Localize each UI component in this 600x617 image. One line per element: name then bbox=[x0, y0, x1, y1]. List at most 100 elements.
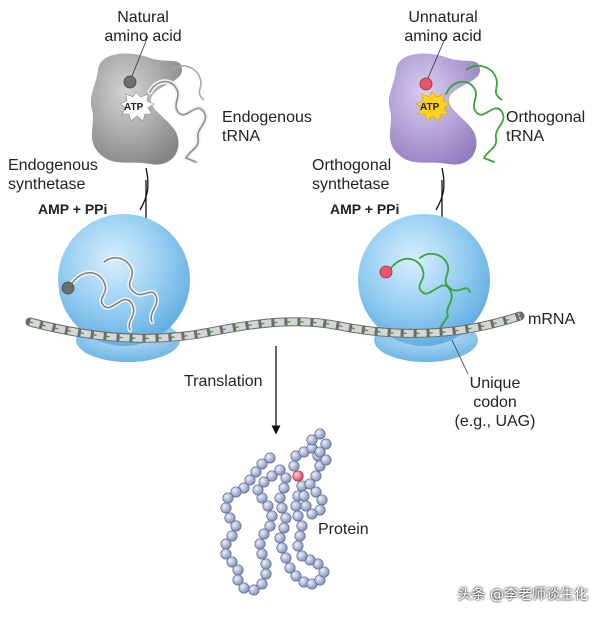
protein-bead bbox=[292, 540, 304, 552]
translation-label: Translation bbox=[184, 373, 263, 390]
unique-codon-label-line1: Unique bbox=[469, 375, 521, 392]
protein-bead bbox=[306, 434, 318, 446]
protein-bead bbox=[296, 550, 308, 562]
protein-bead bbox=[264, 520, 276, 532]
orthogonal-trna-label-line1: Orthogonal bbox=[506, 109, 586, 126]
protein-bead bbox=[304, 478, 316, 490]
endogenous-trna-label-line1: Endogenous bbox=[222, 109, 312, 126]
protein-bead bbox=[276, 542, 288, 554]
protein-bead bbox=[306, 508, 318, 520]
endogenous-trna-outline bbox=[149, 80, 207, 163]
protein-bead bbox=[220, 548, 232, 560]
amino-acid-pointer-left bbox=[131, 35, 149, 77]
protein-bead bbox=[250, 466, 262, 478]
protein-bead bbox=[238, 582, 250, 594]
protein-bead bbox=[226, 556, 238, 568]
unnatural-amino-acid-label-line2: amino acid bbox=[404, 28, 482, 45]
unnatural-amino-acid bbox=[419, 77, 433, 91]
unnatural-amino-acid-label: Unnatural amino acid bbox=[386, 8, 500, 46]
protein-bead bbox=[316, 494, 328, 506]
protein-bead bbox=[296, 520, 308, 532]
atp-label-left: ATP bbox=[124, 102, 144, 113]
protein-bead bbox=[290, 570, 302, 582]
protein-bead bbox=[256, 458, 268, 470]
orthogonal-trna-arm bbox=[465, 64, 503, 101]
protein-bead bbox=[280, 552, 292, 564]
protein-bead bbox=[258, 476, 270, 488]
protein-bead bbox=[276, 502, 288, 514]
orthogonal-synthetase-label-line2: synthetase bbox=[312, 176, 390, 193]
unnatural-amino-acid-label-line1: Unnatural bbox=[408, 9, 478, 26]
protein-bead bbox=[230, 520, 242, 532]
protein-chain bbox=[220, 428, 332, 596]
amino-acid-pointer-right bbox=[427, 35, 447, 79]
atp-burst-left bbox=[119, 91, 155, 122]
protein-bead bbox=[260, 568, 272, 580]
unnatural-amino-acid-in-protein bbox=[292, 470, 304, 482]
atp-burst-right bbox=[415, 91, 451, 122]
protein-bead bbox=[260, 558, 272, 570]
natural-amino-acid bbox=[123, 75, 137, 89]
protein-bead bbox=[230, 486, 242, 498]
endogenous-synthetase-label: Endogenous synthetase bbox=[8, 156, 98, 194]
natural-amino-acid-label: Natural amino acid bbox=[88, 8, 198, 46]
ribosome-right-large-subunit bbox=[358, 214, 490, 346]
protein-bead bbox=[278, 522, 290, 534]
arrow-right-curve bbox=[435, 167, 445, 211]
protein-bead bbox=[314, 446, 326, 458]
natural-amino-acid-label-line2: amino acid bbox=[104, 28, 182, 45]
unique-codon-label: Unique codon (e.g., UAG) bbox=[440, 374, 550, 431]
protein-bead bbox=[266, 470, 278, 482]
protein-bead bbox=[226, 530, 238, 542]
watermark: 头条 @李老师谈生化 bbox=[457, 587, 588, 603]
orthogonal-trna-in-ribosome bbox=[387, 252, 471, 329]
protein-bead bbox=[256, 548, 268, 560]
orthogonal-trna-label-line2: tRNA bbox=[506, 128, 545, 145]
protein-bead bbox=[310, 486, 322, 498]
protein-bead bbox=[298, 490, 310, 502]
atp-label-right: ATP bbox=[420, 102, 440, 113]
protein-bead bbox=[274, 464, 286, 476]
protein-bead bbox=[284, 562, 296, 574]
protein-bead bbox=[320, 438, 332, 450]
amp-ppi-right: AMP + PPi bbox=[330, 201, 400, 217]
protein-bead bbox=[222, 492, 234, 504]
mrna-strand bbox=[29, 312, 522, 342]
protein-label: Protein bbox=[318, 521, 369, 538]
protein-bead bbox=[300, 500, 312, 512]
protein-bead bbox=[280, 472, 292, 484]
endogenous-trna-label-line2: tRNA bbox=[222, 128, 261, 145]
codon-pointer bbox=[451, 339, 469, 375]
protein-bead bbox=[224, 512, 236, 524]
unique-codon-label-line2: codon bbox=[473, 394, 517, 411]
protein-bead bbox=[278, 482, 290, 494]
endogenous-trna-arm bbox=[171, 65, 205, 101]
protein-bead bbox=[274, 532, 286, 544]
unnatural-amino-acid-in-ribosome bbox=[379, 265, 393, 279]
protein-bead bbox=[290, 500, 302, 512]
protein-bead bbox=[294, 530, 306, 542]
protein-bead bbox=[318, 566, 330, 578]
natural-amino-acid-in-ribosome bbox=[61, 281, 75, 295]
endogenous-synthetase-label-line2: synthetase bbox=[8, 176, 86, 193]
mrna-label: mRNA bbox=[528, 311, 576, 328]
ribosome-left-large-subunit bbox=[58, 214, 190, 346]
endogenous-synthetase-label-line1: Endogenous bbox=[8, 157, 98, 174]
protein-bead bbox=[232, 574, 244, 586]
protein-bead bbox=[244, 474, 256, 486]
protein-bead bbox=[254, 538, 266, 550]
protein-bead bbox=[232, 564, 244, 576]
protein-bead bbox=[320, 454, 332, 466]
orthogonal-trna bbox=[445, 80, 505, 163]
arrow-left-curve bbox=[139, 167, 149, 211]
protein-bead bbox=[248, 584, 260, 596]
endogenous-trna-in-ribosome-outline bbox=[69, 257, 158, 331]
orthogonal-synthetase-label: Orthogonal synthetase bbox=[312, 156, 391, 194]
protein-bead bbox=[220, 538, 232, 550]
protein-bead bbox=[262, 500, 274, 512]
protein-bead bbox=[256, 578, 268, 590]
endogenous-trna-label: Endogenous tRNA bbox=[222, 108, 312, 146]
protein-bead bbox=[264, 452, 276, 464]
natural-amino-acid-label-line1: Natural bbox=[117, 9, 169, 26]
